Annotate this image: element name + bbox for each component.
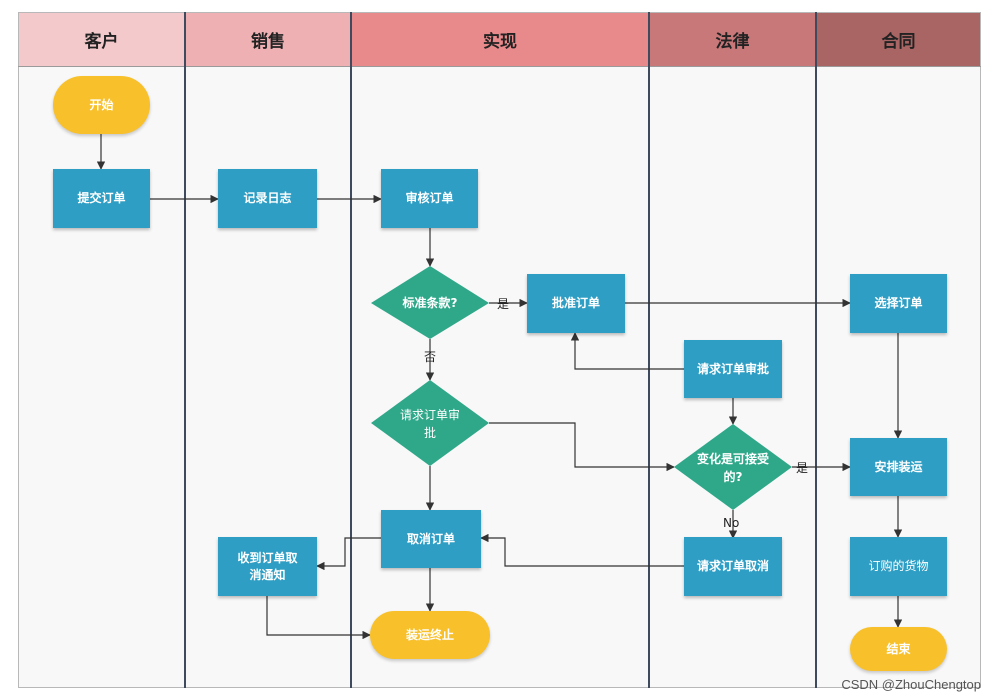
select-order-box: 选择订单 xyxy=(850,274,947,333)
edge-request-change xyxy=(489,422,675,472)
request-cancel-box: 请求订单取消 xyxy=(684,537,782,596)
lane-separator-2 xyxy=(350,12,352,688)
decision-standard-terms xyxy=(371,266,489,339)
lane-separator-1 xyxy=(184,12,186,688)
receive-cancel-notice-box: 收到订单取消通知 xyxy=(218,537,317,596)
header-divider xyxy=(18,66,981,67)
lane-header-sales: 销售 xyxy=(186,12,350,67)
cancel-order-box: 取消订单 xyxy=(381,510,481,568)
decision-request-approval-label: 请求订单审批 xyxy=(399,408,460,440)
edge-label-yes-change: 是 xyxy=(796,461,809,475)
review-order-box: 审核订单 xyxy=(381,169,478,228)
decision-standard-terms-label: 标准条款? xyxy=(402,296,458,310)
edge-label-no-change: No xyxy=(723,516,740,530)
record-log-box: 记录日志 xyxy=(218,169,317,228)
edge-cancelreq-cancel xyxy=(480,533,684,567)
decision-change-acceptable xyxy=(674,424,792,510)
ordered-goods-box: 订购的货物 xyxy=(850,537,947,596)
edge-cancel-notice xyxy=(316,537,381,571)
shipping-stop-node: 装运终止 xyxy=(370,611,490,659)
lane-header-contract: 合同 xyxy=(817,12,980,67)
end-node: 结束 xyxy=(850,627,947,671)
approve-order-box: 批准订单 xyxy=(527,274,625,333)
lane-separator-3 xyxy=(648,12,650,688)
lane-header-legal: 法律 xyxy=(650,12,815,67)
decision-change-acceptable-label: 变化是可接受的? xyxy=(696,452,769,484)
arrange-shipping-box: 安排装运 xyxy=(850,438,947,496)
decision-request-approval xyxy=(371,380,489,466)
edge-label-yes-terms: 是 xyxy=(497,297,510,311)
lane-header-customer: 客户 xyxy=(19,12,184,67)
lane-separator-4 xyxy=(815,12,817,688)
legal-request-approval-box: 请求订单审批 xyxy=(684,340,782,398)
watermark-text: CSDN @ZhouChengtop xyxy=(841,677,981,692)
submit-order-box: 提交订单 xyxy=(53,169,150,228)
edge-legalreq-approve xyxy=(570,332,684,370)
lane-header-implementation: 实现 xyxy=(352,12,648,67)
edge-label-no-terms: 否 xyxy=(424,350,437,364)
start-node: 开始 xyxy=(53,76,150,134)
edge-notice-stop xyxy=(266,596,371,640)
diagram-border xyxy=(18,12,981,688)
